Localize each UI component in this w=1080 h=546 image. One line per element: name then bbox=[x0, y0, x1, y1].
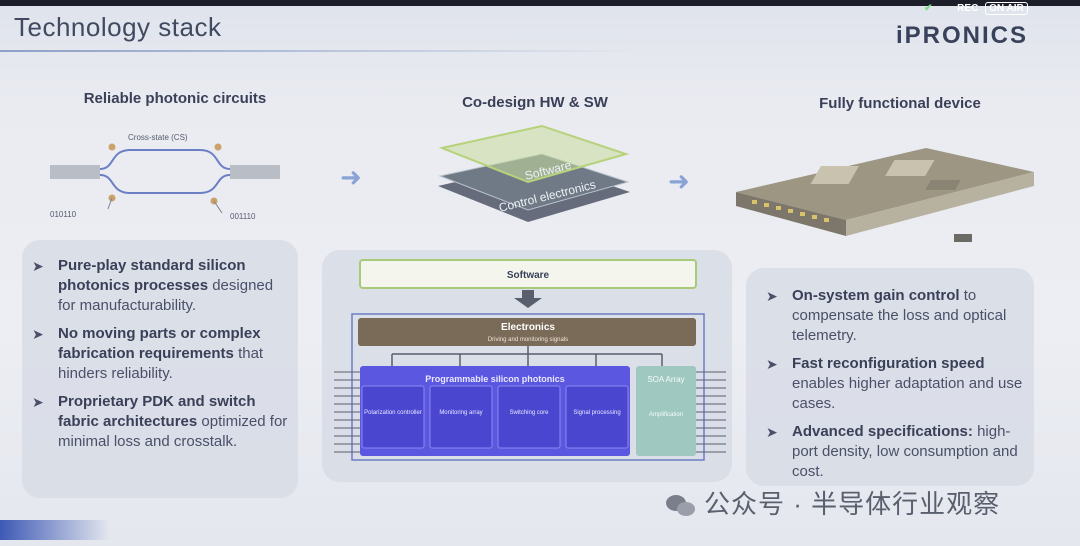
bottom-accent-bar bbox=[0, 520, 110, 540]
software-box-label: Software bbox=[507, 270, 550, 281]
output-leader bbox=[213, 200, 223, 214]
circuits-bullet-list: ➤Pure-play standard silicon photonics pr… bbox=[32, 256, 294, 460]
system-outline bbox=[351, 313, 705, 461]
down-arrow-icon bbox=[514, 290, 542, 308]
front-ports bbox=[752, 200, 829, 222]
signal-lines bbox=[391, 346, 663, 366]
list-item: ➤Fast reconfiguration speed enables high… bbox=[766, 355, 1023, 412]
block-label: Signal processing bbox=[573, 410, 620, 416]
device-side-panel bbox=[846, 172, 1034, 236]
port-node bbox=[108, 143, 116, 151]
rack-ear bbox=[954, 234, 972, 242]
software-layer bbox=[438, 124, 630, 184]
slide-title: Technology stack bbox=[14, 12, 222, 42]
waveguide-output-block bbox=[230, 165, 280, 179]
device-bullet-list: ➤On-system gain control to compensate th… bbox=[766, 286, 1026, 490]
device-front-panel bbox=[736, 192, 846, 236]
bullet-arrow-icon: ➤ bbox=[766, 288, 778, 304]
rec-label: REC bbox=[957, 3, 979, 14]
soa-title: SOA Array bbox=[647, 375, 684, 384]
list-item: ➤Advanced specifications: high-port dens… bbox=[766, 423, 1018, 480]
arrow-right-icon: ➜ bbox=[340, 162, 362, 192]
check-icon: ✔ bbox=[924, 3, 933, 14]
wechat-icon bbox=[666, 493, 696, 519]
company-logo: iPRONICS bbox=[896, 22, 1029, 49]
device-bullets-panel bbox=[746, 268, 1034, 486]
bullet-arrow-icon: ➤ bbox=[766, 424, 778, 440]
block-switching bbox=[497, 385, 561, 449]
input-leader bbox=[107, 197, 113, 210]
device-module bbox=[885, 160, 935, 176]
photonics-title: Programmable silicon photonics bbox=[425, 374, 565, 384]
soa-box bbox=[636, 366, 696, 456]
electronics-title: Electronics bbox=[501, 322, 555, 333]
recording-indicator: ✔ REC ON AIR bbox=[924, 2, 1028, 15]
output-bits-label: 001110 bbox=[230, 212, 256, 221]
on-air-badge: ON AIR bbox=[985, 2, 1028, 15]
upper-arm bbox=[99, 149, 231, 170]
top-bar bbox=[0, 0, 1080, 6]
port-node bbox=[214, 143, 222, 151]
photonics-box bbox=[360, 366, 630, 456]
column-heading-device: Fully functional device bbox=[819, 95, 981, 112]
waveguide-input-block bbox=[50, 165, 100, 179]
hw-sw-layer-stack: Software Control electronics bbox=[438, 124, 630, 222]
block-label: Switching core bbox=[509, 410, 549, 416]
bullet-arrow-icon: ➤ bbox=[32, 258, 44, 274]
watermark-text: 公众号 · 半导体行业观察 bbox=[704, 489, 1001, 519]
list-item: ➤Proprietary PDK and switch fabric archi… bbox=[32, 393, 288, 450]
photonic-circuit-diagram: Cross-state (CS) 010110 001110 bbox=[50, 133, 280, 221]
soa-subtitle: Amplification bbox=[649, 412, 683, 418]
list-item: ➤Pure-play standard silicon photonics pr… bbox=[32, 257, 274, 314]
io-lines-right bbox=[696, 371, 726, 453]
electronics-box bbox=[358, 318, 696, 346]
column-heading-circuits: Reliable photonic circuits bbox=[83, 90, 267, 107]
system-block-diagram: Software Electronics Driving and monitor… bbox=[334, 259, 726, 461]
bullet-arrow-icon: ➤ bbox=[766, 356, 778, 372]
column-heading-codesign: Co-design HW & SW bbox=[462, 94, 608, 111]
block-label: Polarization controller bbox=[364, 410, 422, 416]
list-item: ➤No moving parts or complex fabrication … bbox=[32, 325, 264, 382]
bullet-arrow-icon: ➤ bbox=[32, 326, 44, 342]
io-lines-left bbox=[334, 371, 360, 453]
arrow-right-icon: ➜ bbox=[668, 166, 690, 196]
circuits-bullets-panel bbox=[22, 240, 298, 498]
device-module bbox=[810, 166, 859, 184]
electronics-subtitle: Driving and monitoring signals bbox=[488, 337, 568, 343]
input-bits-label: 010110 bbox=[50, 210, 77, 219]
software-box bbox=[359, 259, 697, 289]
watermark: 公众号 · 半导体行业观察 bbox=[666, 484, 1000, 521]
bullet-arrow-icon: ➤ bbox=[32, 394, 44, 410]
device-top-panel bbox=[736, 148, 1034, 220]
block-polarization bbox=[361, 385, 425, 449]
lower-arm bbox=[99, 174, 231, 194]
block-signal bbox=[565, 385, 629, 449]
block-label: Monitoring array bbox=[439, 410, 482, 416]
device-module bbox=[925, 180, 961, 190]
rack-device-image bbox=[736, 148, 1034, 242]
list-item: ➤On-system gain control to compensate th… bbox=[766, 287, 1007, 344]
block-monitoring bbox=[429, 385, 493, 449]
title-underline bbox=[0, 50, 640, 52]
cross-state-label: Cross-state (CS) bbox=[128, 133, 188, 142]
